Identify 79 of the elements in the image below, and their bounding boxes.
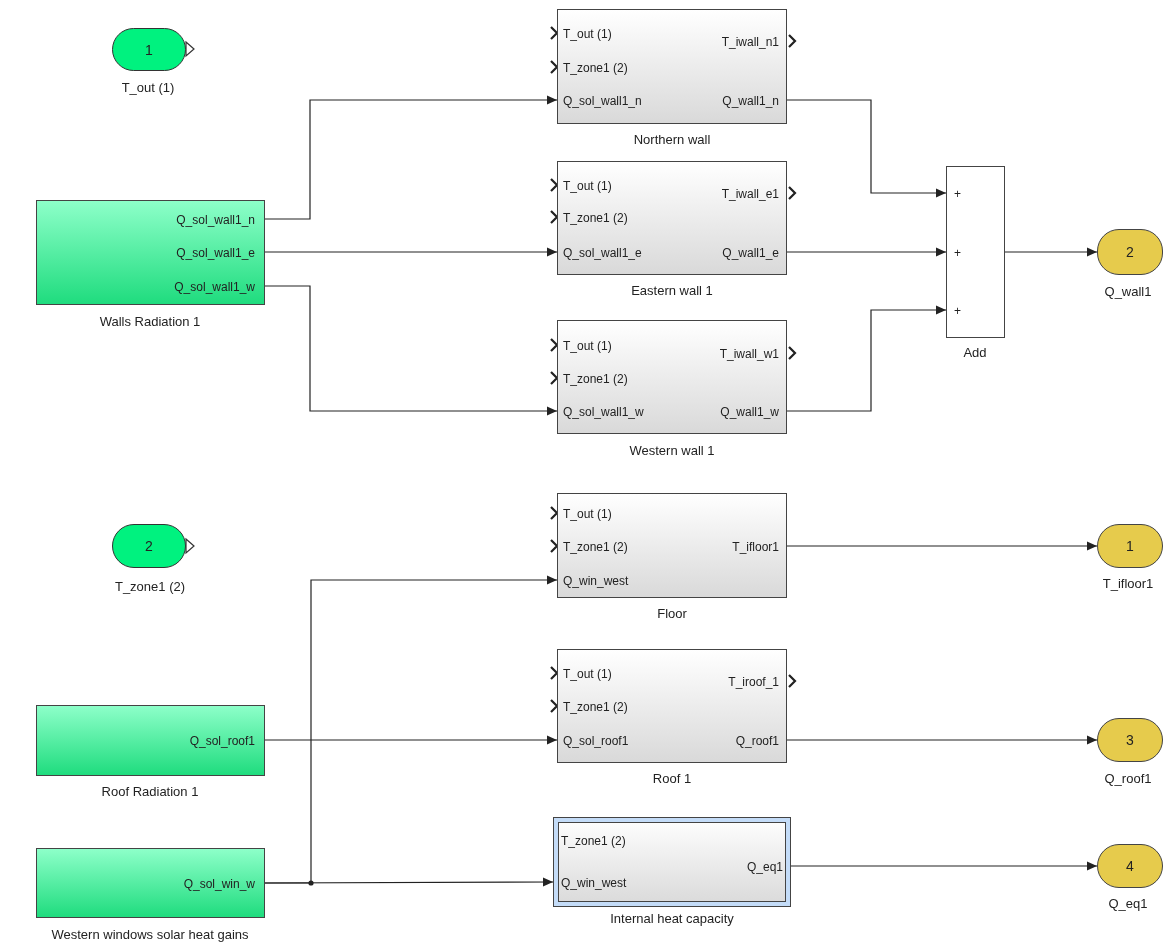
port-label: Q_win_west <box>561 876 627 890</box>
port-number: 2 <box>144 538 154 554</box>
block-name: T_zone1 (2) <box>114 579 186 594</box>
signal-line <box>790 861 1098 871</box>
sum-block <box>946 166 1005 338</box>
port-label: Q_sol_wall1_n <box>176 213 255 227</box>
port-number: 2 <box>1125 244 1135 260</box>
signal-line <box>786 305 947 412</box>
port-number: 3 <box>1125 732 1135 748</box>
port-label: Q_sol_wall1_n <box>563 94 642 108</box>
block-name: Western wall 1 <box>629 443 715 458</box>
block-name: Western windows solar heat gains <box>51 927 249 942</box>
port-label: T_zone1 (2) <box>563 211 628 225</box>
port-number: 1 <box>1125 538 1135 554</box>
subsystem-block <box>557 161 787 275</box>
signal-line <box>264 877 554 887</box>
port-label: Q_sol_roof1 <box>189 734 255 748</box>
port-label: Q_wall1_e <box>722 246 779 260</box>
port-label: Q_sol_wall1_e <box>563 246 642 260</box>
port-label: T_zone1 (2) <box>563 540 628 554</box>
sign-label: + <box>954 246 961 260</box>
block-name: Northern wall <box>633 132 711 147</box>
block-name: Eastern wall 1 <box>631 283 713 298</box>
port-label: Q_eq1 <box>746 860 783 874</box>
block-name: T_out (1) <box>121 80 175 95</box>
port-label: T_zone1 (2) <box>561 834 626 848</box>
source-block <box>36 848 265 918</box>
port-label: Q_sol_win_w <box>183 877 255 891</box>
signal-line <box>786 735 1098 745</box>
port-label: T_zone1 (2) <box>563 372 628 386</box>
port-label: T_iroof_1 <box>728 675 779 689</box>
port-label: T_iwall_w1 <box>719 347 779 361</box>
signal-line <box>786 99 947 198</box>
port-label: Q_wall1_w <box>720 405 779 419</box>
block-name: Floor <box>657 606 687 621</box>
port-label: T_ifloor1 <box>732 540 779 554</box>
port-label: Q_sol_roof1 <box>563 734 629 748</box>
port-label: T_out (1) <box>563 667 612 681</box>
block-name: T_ifloor1 <box>1102 576 1154 591</box>
signal-line <box>786 541 1098 551</box>
block-name: Roof 1 <box>652 771 692 786</box>
port-number: 4 <box>1125 858 1135 874</box>
block-name: Q_roof1 <box>1104 771 1152 786</box>
block-name: Roof Radiation 1 <box>101 784 199 799</box>
port-label: T_out (1) <box>563 339 612 353</box>
port-label: Q_wall1_n <box>722 94 779 108</box>
subsystem-block <box>553 817 791 907</box>
port-label: Q_win_west <box>563 574 629 588</box>
port-label: T_iwall_e1 <box>721 187 779 201</box>
block-name: Walls Radiation 1 <box>99 314 201 329</box>
port-label: T_out (1) <box>563 27 612 41</box>
signal-line <box>1004 247 1098 257</box>
signal-line <box>264 285 558 416</box>
subsystem-block <box>557 320 787 434</box>
source-block <box>36 705 265 776</box>
port-number: 1 <box>144 41 154 58</box>
port-label: T_out (1) <box>563 507 612 521</box>
sign-label: + <box>954 304 961 318</box>
signal-line <box>264 735 558 745</box>
signal-line <box>264 95 558 220</box>
port-label: Q_sol_wall1_e <box>176 246 255 260</box>
port-label: T_out (1) <box>563 179 612 193</box>
port-label: Q_sol_wall1_w <box>174 280 255 294</box>
block-name: Q_wall1 <box>1104 284 1152 299</box>
port-label: T_zone1 (2) <box>563 61 628 75</box>
sign-label: + <box>954 187 961 201</box>
subsystem-block <box>557 9 787 124</box>
port-label: T_iwall_n1 <box>721 35 779 49</box>
port-label: Q_sol_wall1_w <box>563 405 644 419</box>
source-block <box>36 200 265 305</box>
subsystem-block <box>557 493 787 598</box>
port-label: T_zone1 (2) <box>563 700 628 714</box>
block-name: Q_eq1 <box>1108 896 1148 911</box>
signal-line <box>786 247 947 257</box>
block-name: Internal heat capacity <box>610 911 734 926</box>
signal-line <box>264 247 558 257</box>
subsystem-block <box>557 649 787 763</box>
port-label: Q_roof1 <box>735 734 779 748</box>
block-name: Add <box>963 345 987 360</box>
